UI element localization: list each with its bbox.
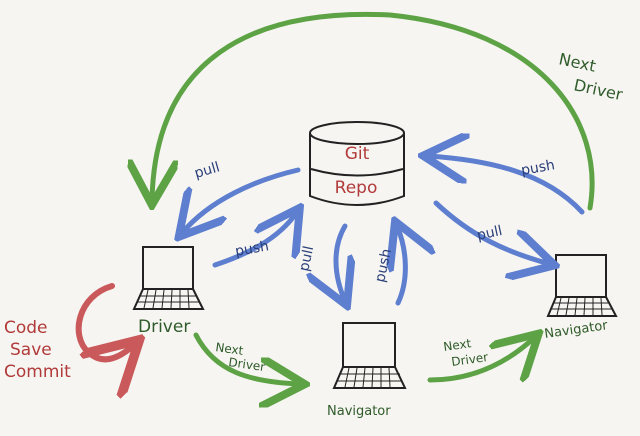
label-push-driver: push [234,238,270,260]
code-save-commit-loop-arrow [75,283,135,359]
next-driver-arrow-bottom-right [427,337,535,380]
driver-laptop-icon [132,246,205,310]
label-next-driver-bottom-left-line1: Next [215,340,245,358]
loop-label-save: Save [10,340,52,360]
role-title-driver: Driver [138,317,190,337]
next-driver-arrow-bottom-left [193,332,300,384]
push-arrow-navigator-center-to-repo [397,226,405,306]
navigator-center-laptop-icon [332,322,407,389]
push-arrow-navigator-right-to-repo [428,156,585,215]
label-push-navigator-right: push [520,157,556,179]
loop-label-code: Code [4,318,48,338]
pull-arrow-repo-to-driver [182,167,301,233]
next-driver-arrow-top [152,11,595,208]
label-next-driver-top-line2: Driver [572,75,625,104]
label-next-driver-bottom-left-line2: Driver [228,355,267,374]
navigator-right-laptop-icon [546,254,618,317]
git-repo-cylinder: Git Repo [309,121,405,206]
label-next-driver-bottom-right-line1: Next [442,336,472,354]
label-next-driver-top-line1: Next [557,49,597,75]
label-pull-navigator-right: pull [476,223,504,244]
role-title-navigator-right: Navigator [543,318,609,342]
repo-title-repo: Repo [335,178,378,198]
label-pull-navigator-center: pull [296,245,317,273]
label-pull-driver: pull [193,159,222,181]
label-push-navigator-center: push [372,247,395,284]
role-title-navigator-center: Navigator [327,404,391,419]
pull-arrow-repo-to-navigator-center [336,223,345,301]
repo-title-git: Git [345,144,370,164]
push-arrow-driver-to-repo [212,212,297,268]
label-next-driver-bottom-right-line2: Driver [450,350,489,369]
pull-arrow-repo-to-navigator-right [433,200,550,264]
loop-label-commit: Commit [4,362,71,382]
